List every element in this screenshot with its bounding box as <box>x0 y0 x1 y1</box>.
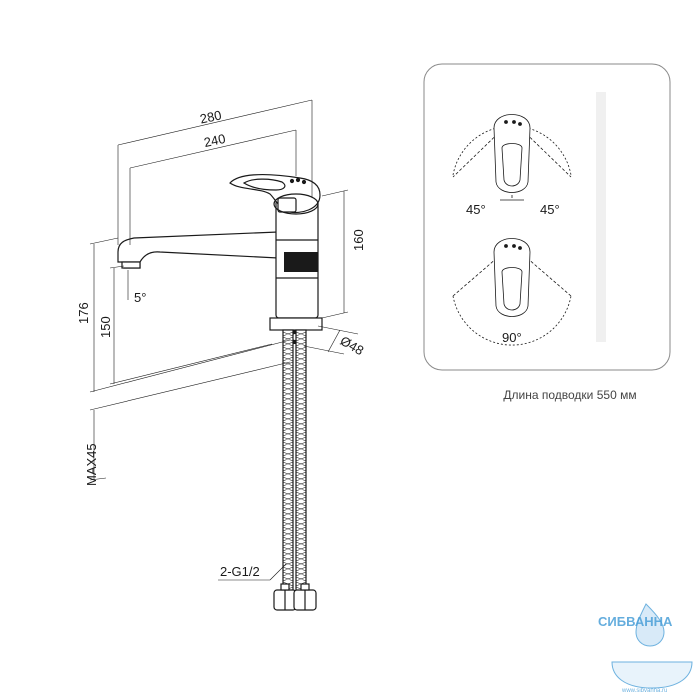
faucet-body-group <box>117 174 323 611</box>
dimension-lines <box>89 99 359 581</box>
aerator <box>121 261 141 269</box>
water-drop-icon <box>635 603 665 647</box>
rotation-bottom-diagram <box>452 238 572 346</box>
rotation-right-angle: 45° <box>540 202 560 217</box>
rotation-total-angle: 90° <box>502 330 522 345</box>
dim-spout-reach: 240 <box>202 131 226 150</box>
dim-base-diameter: Ø48 <box>338 333 367 358</box>
dim-overall-reach: 280 <box>199 107 223 126</box>
mounting-base <box>269 317 323 331</box>
hose-length-note: Длина подводки 550 мм <box>503 388 637 402</box>
dim-body-height: 160 <box>351 229 366 251</box>
faucet-spout <box>117 231 279 263</box>
dim-spout-angle: 5° <box>134 290 146 305</box>
watermark-logo: СИБВАННА www.sibvanna.ru <box>598 603 693 694</box>
dim-max-countertop: MAX45 <box>84 443 99 486</box>
dim-spout-height: 150 <box>98 316 113 338</box>
supply-hoses <box>282 329 307 593</box>
watermark-url: www.sibvanna.ru <box>621 688 667 694</box>
watermark-brand: СИБВАННА <box>598 614 673 629</box>
rotation-panel: 45° 45° 90° <box>423 63 671 371</box>
rotation-top-diagram <box>452 114 572 201</box>
dim-total-height: 176 <box>76 302 91 324</box>
rotation-left-angle: 45° <box>466 202 486 217</box>
rotation-panel-frame <box>423 63 671 371</box>
dim-connection: 2-G1/2 <box>220 564 260 579</box>
bathtub-icon <box>611 661 693 689</box>
panel-side-bar <box>596 92 606 342</box>
hose-fittings <box>273 583 317 611</box>
